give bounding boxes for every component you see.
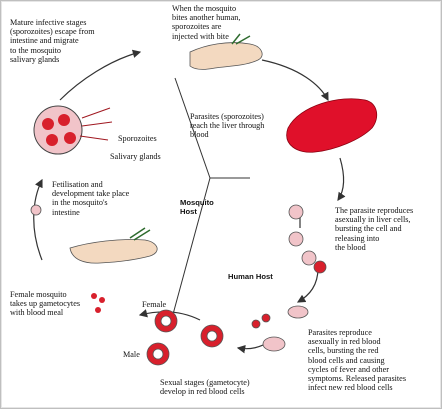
label-sexual-stages: Sexual stages (gametocyte) develop in re…	[160, 378, 250, 397]
label-female-mosquito: Female mosquito takes up gametocytes wit…	[10, 290, 81, 318]
host-divider	[171, 77, 250, 319]
arrow-up-left	[33, 178, 43, 261]
label-salivary-glands: Salivary glands	[110, 152, 161, 161]
liver-illustration	[286, 98, 378, 153]
label-human-host: Human Host	[228, 272, 273, 281]
label-mature-stages: Mature infective stages (sporozoites) es…	[10, 18, 95, 64]
salivary-gland-illustration	[33, 105, 113, 155]
label-female: Female	[142, 300, 167, 309]
arrow-to-liver	[261, 59, 329, 102]
label-reproduce-rbc: Parasites reproduce asexually in red blo…	[308, 328, 407, 393]
label-mosquito-host: Mosquito Host	[180, 198, 214, 217]
liver-cell-stages	[288, 204, 327, 274]
blood-drops	[91, 293, 105, 313]
label-sporozoites: Sporozoites	[118, 134, 157, 143]
hand-bottom-illustration	[69, 227, 158, 264]
label-reproduce-liver: The parasite reproduces asexually in liv…	[335, 206, 414, 252]
arrow-to-rbc-cycle	[296, 267, 319, 303]
gametocytes	[146, 309, 224, 366]
label-parasites-liver: Parasites (sporozoites) reach the liver …	[190, 112, 265, 140]
arrow-to-glands	[59, 49, 142, 101]
rbc-cycle	[251, 305, 309, 352]
arrow-liver-to-cells	[337, 157, 346, 201]
label-fertilisation: Fetilisation and development take place …	[52, 180, 130, 217]
label-mosquito-bites: When the mosquito bites another human, s…	[172, 4, 241, 41]
oocyst-illustration	[30, 204, 42, 216]
hand-top-illustration	[189, 33, 263, 70]
label-male: Male	[123, 350, 140, 359]
